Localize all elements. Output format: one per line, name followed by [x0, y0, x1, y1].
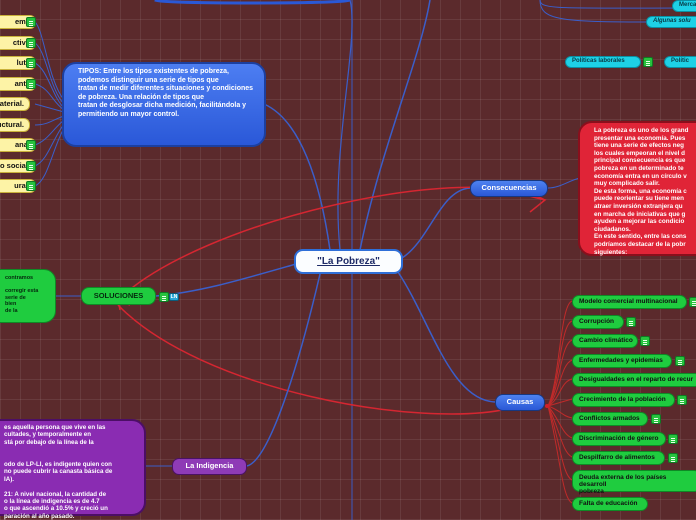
soluciones-note[interactable]: contramos corregir esta serie de bien de… — [0, 269, 56, 323]
causa-item[interactable]: Falta de educación — [572, 497, 648, 511]
causa-item[interactable]: Despilfarro de alimentos — [572, 451, 665, 465]
note-icon[interactable] — [640, 336, 650, 346]
note-icon[interactable] — [626, 317, 636, 327]
note-icon[interactable] — [26, 181, 36, 191]
soluciones-note-text: contramos corregir esta serie de bien de… — [5, 275, 39, 314]
causa-item[interactable]: Modelo comercial multinacional — [572, 295, 687, 309]
indigencia-node[interactable]: La Indigencia — [172, 458, 247, 475]
note-icon[interactable] — [668, 434, 678, 444]
politicas-laborales-node[interactable]: Políticas laborales — [565, 56, 641, 68]
link-icon[interactable]: LN — [169, 293, 179, 301]
note-icon[interactable] — [26, 79, 36, 89]
mercado-node[interactable]: Mercad — [672, 0, 696, 12]
tipos-note-text: TIPOS: Entre los tipos existentes de pob… — [78, 68, 254, 118]
consecuencias-node[interactable]: Consecuencias — [470, 180, 548, 197]
causa-item[interactable]: Enfermedades y epidemias — [572, 354, 672, 368]
note-icon[interactable] — [651, 414, 661, 424]
causa-item[interactable]: Cambio climático — [572, 334, 638, 348]
note-icon[interactable] — [26, 140, 36, 150]
tipos-note[interactable]: TIPOS: Entre los tipos existentes de pob… — [62, 62, 266, 147]
causas-node[interactable]: Causas — [495, 394, 545, 411]
causa-item[interactable]: Deuda externa de los países desarroll po… — [572, 470, 696, 495]
indigencia-note[interactable]: es aquella persona que vive en las culta… — [0, 419, 146, 520]
causa-item[interactable]: Desigualdades en el reparto de recur — [572, 373, 696, 387]
tipo-item[interactable]: uctural. — [0, 118, 30, 132]
consecuencias-note-text: La pobreza es uno de los grand presentar… — [594, 127, 689, 256]
consecuencias-note[interactable]: La pobreza es uno de los grand presentar… — [578, 121, 696, 256]
note-icon[interactable] — [675, 356, 685, 366]
soluciones-node[interactable]: SOLUCIONES — [81, 287, 156, 305]
indigencia-note-text: es aquella persona que vive en las culta… — [4, 424, 113, 520]
tipo-item[interactable]: material. — [0, 97, 30, 111]
note-icon[interactable] — [159, 292, 169, 302]
note-icon[interactable] — [643, 57, 653, 67]
collapse-dot[interactable] — [545, 404, 549, 408]
central-topic[interactable]: "La Pobreza" — [294, 249, 403, 274]
politicas-node[interactable]: Polític — [664, 56, 696, 68]
note-icon[interactable] — [689, 297, 696, 307]
note-icon[interactable] — [677, 395, 687, 405]
algunas-soluciones-node[interactable]: Algunas solu — [646, 16, 696, 28]
causa-item[interactable]: Discriminación de género — [572, 432, 666, 446]
causa-item[interactable]: Corrupción — [572, 315, 624, 329]
note-icon[interactable] — [668, 453, 678, 463]
causa-item[interactable]: Crecimiento de la población — [572, 393, 675, 407]
note-icon[interactable] — [26, 161, 36, 171]
note-icon[interactable] — [26, 38, 36, 48]
note-icon[interactable] — [26, 17, 36, 27]
causa-item[interactable]: Conflictos armados — [572, 412, 648, 426]
note-icon[interactable] — [26, 58, 36, 68]
